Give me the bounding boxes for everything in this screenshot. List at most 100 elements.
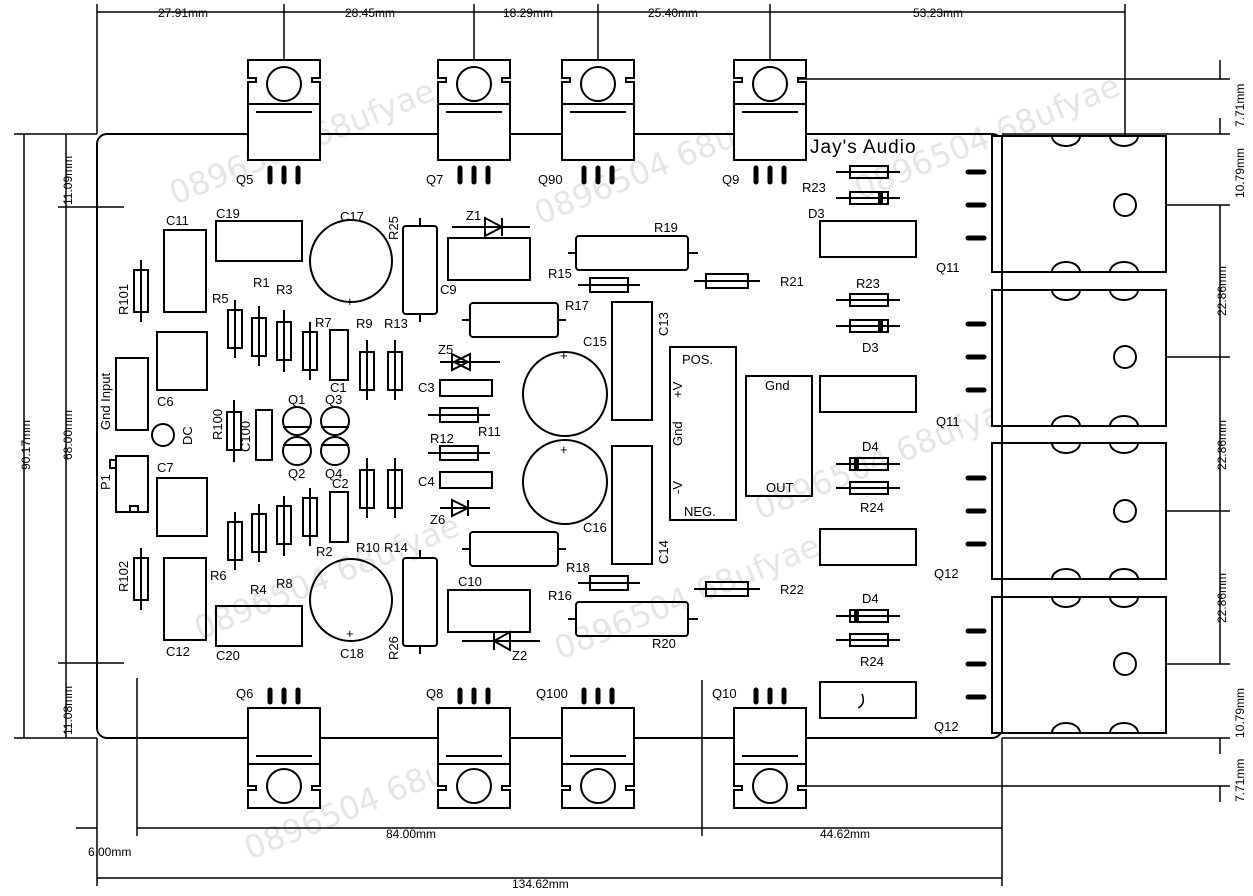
label-r5: R5 bbox=[212, 291, 229, 306]
plus-sign: + bbox=[346, 626, 354, 641]
label-q8: Q8 bbox=[426, 686, 443, 701]
dim-top-3: 18.29mm bbox=[503, 6, 553, 20]
dim-right-2286-c: 22.86mm bbox=[1215, 573, 1229, 623]
label-q12a: Q12 bbox=[934, 566, 959, 581]
dim-right-2286-a: 22.86mm bbox=[1215, 266, 1229, 316]
label-d4a: D4 bbox=[862, 439, 879, 454]
bottom-dimensions: 84.00mm 44.62mm 6.00mm 134.62mm bbox=[76, 678, 1003, 891]
input-stage-top: R5 R1 R3 R7 C1 R9 R13 + C17 R25 C9 bbox=[212, 209, 457, 400]
label-r11: R11 bbox=[478, 424, 501, 439]
dim-top-1: 27.91mm bbox=[158, 6, 208, 20]
label-r4: R4 bbox=[250, 582, 267, 597]
to220-top-q5: Q5 bbox=[236, 59, 321, 187]
top-dimensions: 27.91mm 28.45mm 18.29mm 25.40mm 53.23mm bbox=[96, 4, 1126, 205]
bulk-caps: + C15 + C16 C13 C14 R19 R15 R18 R16 R20 … bbox=[522, 220, 804, 651]
label-r19: R19 bbox=[654, 220, 678, 235]
plus-sign: + bbox=[346, 294, 354, 309]
label-q11a: Q11 bbox=[936, 260, 960, 275]
to220-top-q90: Q90 bbox=[538, 59, 635, 187]
watermark: 0896504 68ufyae bbox=[189, 506, 465, 647]
label-r20: R20 bbox=[652, 636, 676, 651]
label-neg: NEG. bbox=[684, 504, 716, 519]
label-c11: C11 bbox=[166, 213, 189, 228]
label-c19: C19 bbox=[216, 206, 240, 221]
label-r26: R26 bbox=[386, 636, 401, 660]
label-q6: Q6 bbox=[236, 686, 253, 701]
label-d3a: D3 bbox=[808, 206, 825, 221]
label-c18: C18 bbox=[340, 646, 364, 661]
dim-top-2: 28.45mm bbox=[345, 6, 395, 20]
label-r2: R2 bbox=[316, 544, 333, 559]
input-stage-bottom: R6 R4 R8 R2 C2 R10 R14 + C18 R26 bbox=[210, 458, 438, 661]
label-r23b: R23 bbox=[856, 276, 880, 291]
label-r24b: R24 bbox=[860, 654, 884, 669]
label-c3: C3 bbox=[418, 380, 435, 395]
dim-top-4: 25.40mm bbox=[648, 6, 698, 20]
small-transistors: Q1 Q3 Q2 Q4 R100 C100 bbox=[210, 392, 350, 481]
label-c14: C14 bbox=[656, 540, 671, 564]
label-z1: Z1 bbox=[466, 208, 481, 223]
plus-sign: + bbox=[560, 442, 568, 457]
label-c7: C7 bbox=[157, 460, 174, 475]
label-dc: DC bbox=[180, 426, 195, 445]
label-r6: R6 bbox=[210, 568, 227, 583]
dim-right-1079-bot: 10.79mm bbox=[1233, 688, 1247, 738]
middle-components: Z1 R17 Z5 C3 R11 R12 C4 Z6 C10 Z2 bbox=[418, 208, 589, 663]
label-out: OUT bbox=[766, 480, 794, 495]
label-r12: R12 bbox=[430, 431, 454, 446]
label-c1: C1 bbox=[330, 380, 347, 395]
label-r102: R102 bbox=[116, 561, 131, 592]
label-c2: C2 bbox=[332, 476, 349, 491]
board-outline bbox=[96, 133, 1003, 739]
label-c20: C20 bbox=[216, 648, 240, 663]
label-r13: R13 bbox=[384, 316, 408, 331]
watermark: 0896504 68ufyae bbox=[749, 386, 1025, 527]
dim-bottom-44: 44.62mm bbox=[820, 827, 870, 841]
dim-bottom-84: 84.00mm bbox=[386, 827, 436, 841]
power-transistor-3: Q12 bbox=[934, 442, 1167, 581]
power-transistor-1: Q11 bbox=[936, 135, 1167, 275]
brand-title: Jay's Audio bbox=[810, 137, 917, 158]
label-q5: Q5 bbox=[236, 172, 253, 187]
label-r21: R21 bbox=[780, 274, 804, 289]
label-r25: R25 bbox=[386, 216, 401, 240]
label-q4: Q4 bbox=[325, 466, 342, 481]
left-dimensions: 90.17mm 68.00mm 11.09mm 11.08mm bbox=[14, 133, 124, 739]
label-r16: R16 bbox=[548, 588, 572, 603]
label-plus-v: +V bbox=[670, 381, 685, 398]
to220-bottom-q10: Q10 bbox=[712, 686, 807, 809]
to220-top-q9: Q9 bbox=[722, 59, 807, 187]
label-c6: C6 bbox=[157, 394, 174, 409]
label-q7: Q7 bbox=[426, 172, 443, 187]
label-c100: C100 bbox=[238, 421, 253, 452]
dim-right-771-top: 7.71mm bbox=[1233, 84, 1247, 127]
label-p1: P1 bbox=[98, 474, 113, 490]
label-z5: Z5 bbox=[438, 342, 453, 357]
label-c9: C9 bbox=[440, 282, 457, 297]
label-gnd-out: Gnd bbox=[765, 378, 790, 393]
label-r15: R15 bbox=[548, 266, 572, 281]
label-r8: R8 bbox=[276, 576, 293, 591]
label-r17: R17 bbox=[565, 298, 589, 313]
to220-top-q7: Q7 bbox=[426, 59, 511, 187]
dim-right-771-bot: 7.71mm bbox=[1233, 759, 1247, 802]
dim-right-1079-top: 10.79mm bbox=[1233, 148, 1247, 198]
label-r22: R22 bbox=[780, 582, 804, 597]
label-pos: POS. bbox=[682, 352, 713, 367]
output-terminal-block: Gnd OUT bbox=[745, 375, 813, 497]
label-q100: Q100 bbox=[536, 686, 568, 701]
label-q10: Q10 bbox=[712, 686, 737, 701]
label-z6: Z6 bbox=[430, 512, 445, 527]
dim-bottom-total: 134.62mm bbox=[512, 877, 569, 891]
dim-left-inner: 68.00mm bbox=[61, 410, 75, 460]
label-r14: R14 bbox=[384, 540, 408, 555]
label-q9: Q9 bbox=[722, 172, 739, 187]
label-c13: C13 bbox=[656, 312, 671, 336]
label-r10: R10 bbox=[356, 540, 380, 555]
label-z2: Z2 bbox=[512, 648, 527, 663]
label-q12b: Q12 bbox=[934, 719, 959, 734]
label-r24a: R24 bbox=[860, 500, 884, 515]
label-r101: R101 bbox=[116, 284, 131, 315]
to220-bottom-q100: Q100 bbox=[536, 686, 635, 809]
